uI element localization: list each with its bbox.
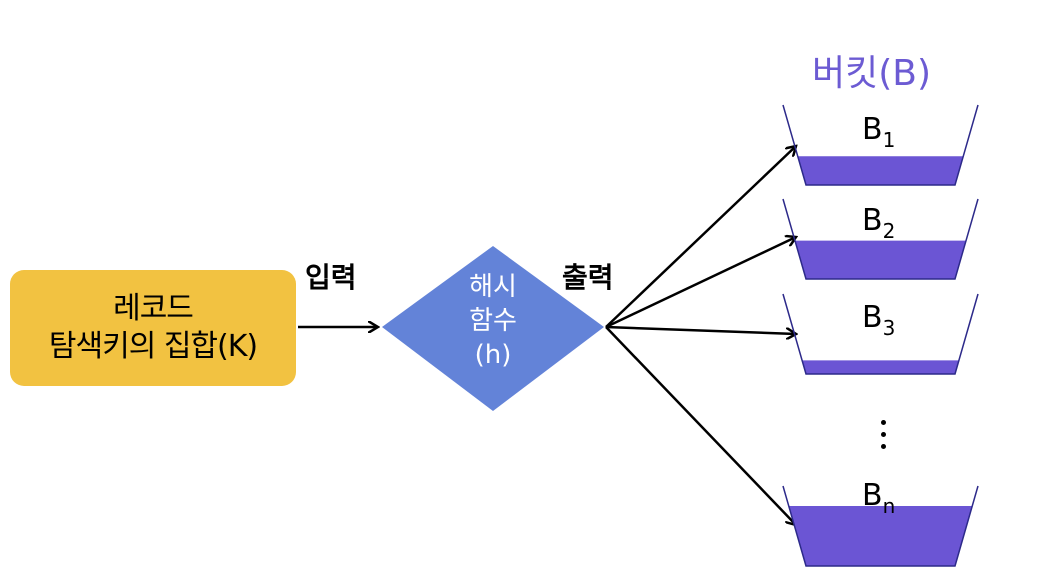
hash-line2: 함수 xyxy=(469,306,517,336)
bucket-container-1 xyxy=(782,104,979,186)
bucket-fill-1 xyxy=(797,156,964,185)
bucket-fill-2 xyxy=(794,240,967,279)
vertical-ellipsis xyxy=(878,420,888,456)
bucket-letter: B xyxy=(862,300,883,335)
output-arrow-bn xyxy=(605,326,796,525)
bucket-fill-3 xyxy=(802,360,959,374)
hash-line1: 해시 xyxy=(469,272,517,302)
hash-line3: (h) xyxy=(474,340,512,370)
records-line2: 탐색키의 집합(K) xyxy=(48,329,258,364)
record-key-set-box: 레코드 탐색키의 집합(K) xyxy=(10,270,296,386)
bucket-container-3 xyxy=(782,293,979,375)
buckets-group xyxy=(782,104,979,567)
bucket-label-b3: B3 xyxy=(862,300,895,340)
output-arrow-b3 xyxy=(605,325,796,334)
bucket-title: 버킷(B) xyxy=(812,53,932,94)
hash-function-diamond xyxy=(382,246,604,411)
bucket-subscript: 1 xyxy=(882,128,896,152)
bucket-subscript: n xyxy=(882,494,896,518)
bucket-subscript: 3 xyxy=(882,316,896,340)
bucket-label-b1: B1 xyxy=(862,112,895,152)
input-label: 입력 xyxy=(305,261,357,294)
output-arrow-b2 xyxy=(605,237,796,329)
output-arrow-b1 xyxy=(605,146,796,328)
bucket-fill-4 xyxy=(788,506,973,566)
hash-function-label: 해시 함수 (h) xyxy=(430,270,556,372)
bucket-container-2 xyxy=(782,198,979,280)
records-line1: 레코드 xyxy=(113,291,194,326)
output-label: 출력 xyxy=(562,261,614,294)
bucket-label-bn: Bn xyxy=(862,478,895,518)
bucket-letter: B xyxy=(862,203,883,238)
bucket-label-b2: B2 xyxy=(862,203,895,243)
bucket-container-4 xyxy=(782,485,979,567)
bucket-subscript: 2 xyxy=(882,219,896,243)
bucket-letter: B xyxy=(862,478,883,513)
bucket-letter: B xyxy=(862,112,883,147)
